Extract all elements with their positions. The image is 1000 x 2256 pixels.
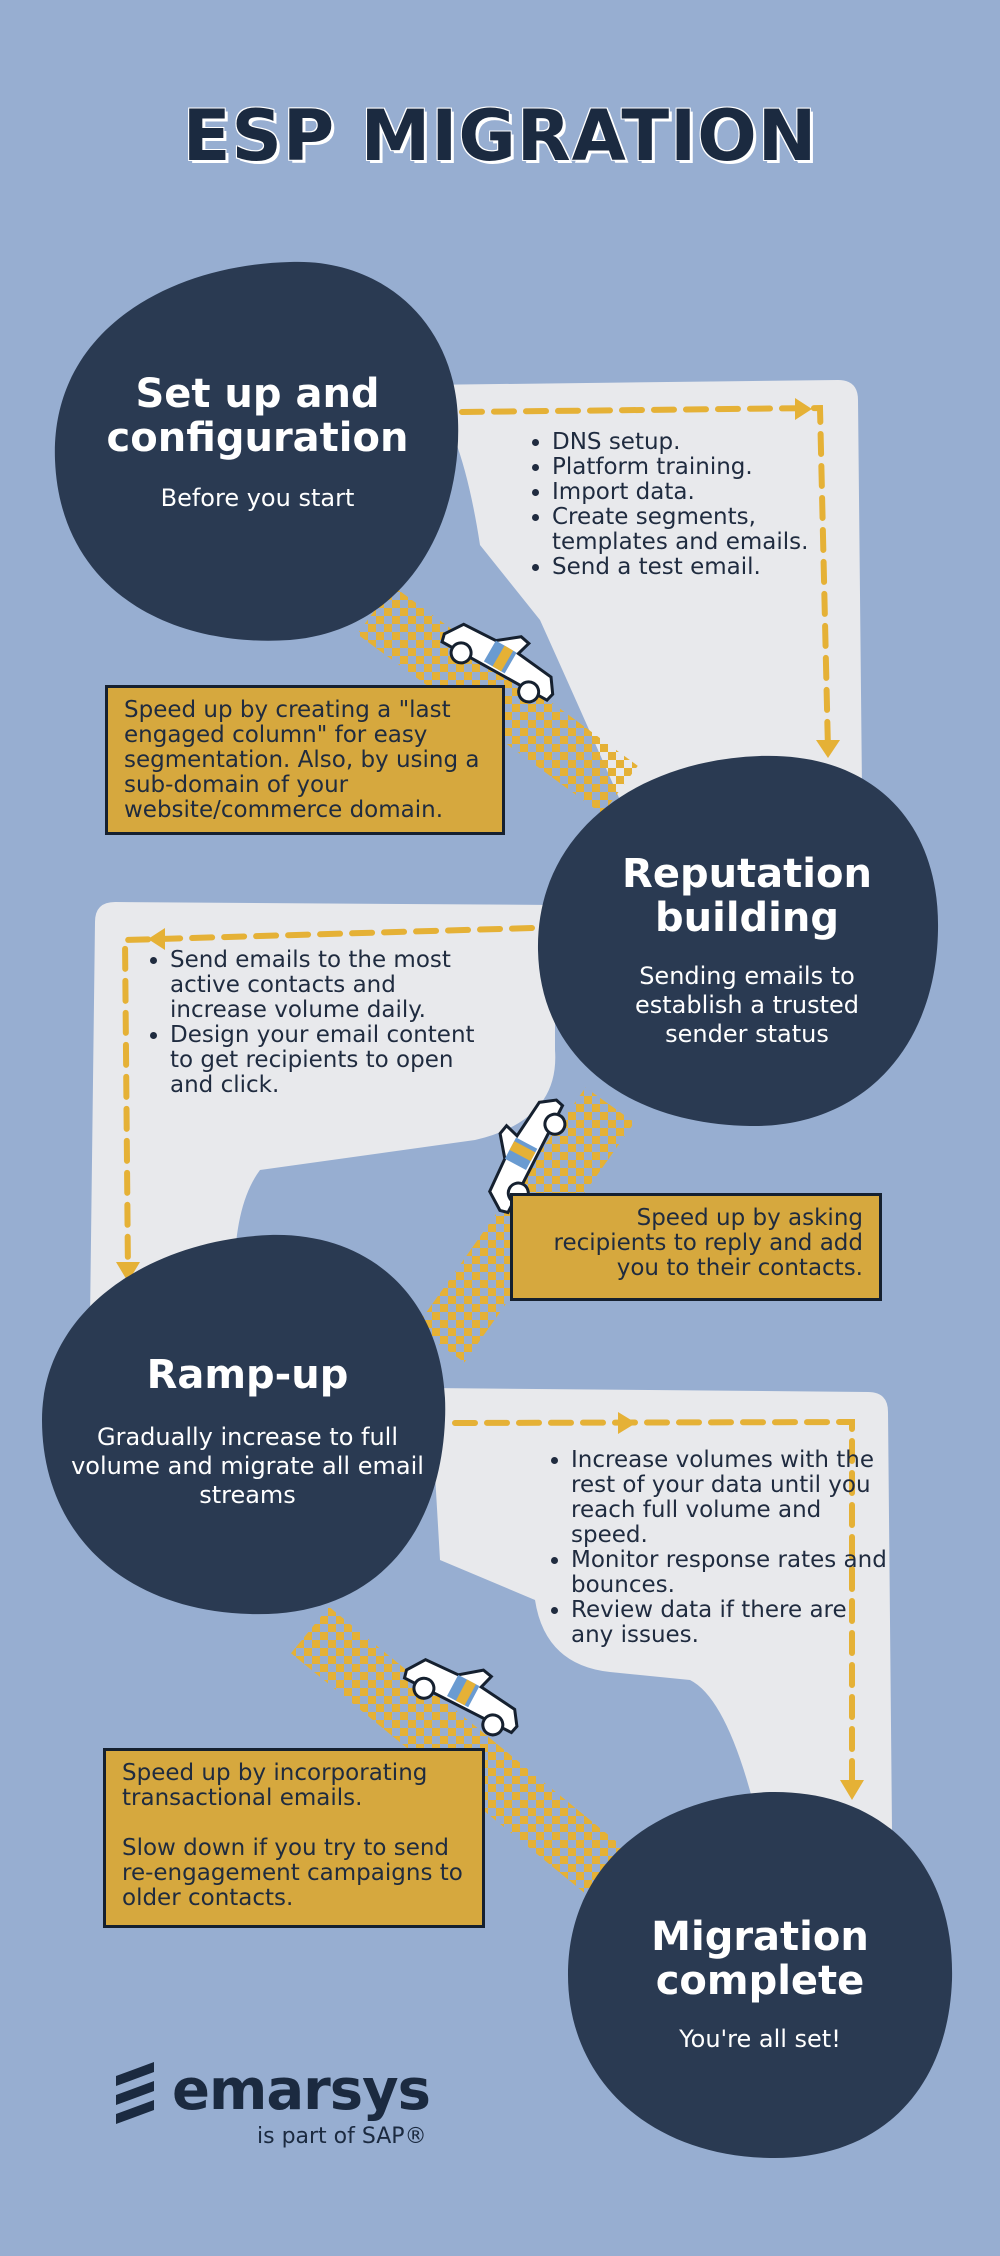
arrow-path-3 xyxy=(452,1418,855,1796)
stage-heading: Ramp-up xyxy=(146,1352,349,1398)
bullet-list-reputation: Send emails to the most active contacts … xyxy=(144,948,500,1098)
arrow-head-2b xyxy=(116,1262,140,1282)
list-item: Send emails to the most active contacts … xyxy=(170,948,500,1023)
stage-setup: Set up and configuration Before you star… xyxy=(70,372,445,513)
stage-heading: Reputation building xyxy=(622,851,872,941)
list-item: Monitor response rates and bounces. xyxy=(571,1548,891,1598)
arrow-path-1 xyxy=(459,404,831,753)
tip-box-reputation: Speed up by asking recipients to reply a… xyxy=(510,1193,882,1301)
bullet-list-setup: DNS setup. Platform training. Import dat… xyxy=(526,430,857,580)
blob-reputation xyxy=(537,755,939,1127)
bullet-list-rampup: Increase volumes with the rest of your d… xyxy=(545,1448,891,1648)
arrow-path-2 xyxy=(121,925,535,1278)
tip-slow-down: Slow down if you try to send re-engageme… xyxy=(122,1835,463,1911)
car-icon-3 xyxy=(402,1658,519,1737)
brand-tagline: is part of SAP® xyxy=(257,2124,427,2149)
panel-setup xyxy=(420,380,862,800)
arrow-head-1a xyxy=(795,398,812,420)
tip-box-setup: Speed up by creating a "last engaged col… xyxy=(105,685,505,835)
car-icon-1 xyxy=(440,622,555,704)
list-item: Design your email content to get recipie… xyxy=(170,1023,500,1098)
stage-complete: Migration complete You're all set! xyxy=(600,1915,920,2054)
stage-heading: Migration complete xyxy=(651,1914,869,2004)
tip-box-rampup: Speed up by incorporating transactional … xyxy=(103,1748,485,1928)
tip-speed-up: Speed up by incorporating transactional … xyxy=(122,1760,428,1811)
panel-rampup xyxy=(430,1388,892,1830)
blob-complete xyxy=(568,1791,953,2159)
panel-reputation xyxy=(90,902,556,1320)
list-item: Create segments, templates and emails. xyxy=(552,505,857,555)
stage-heading: Set up and configuration xyxy=(106,371,409,461)
stage-subtitle: Gradually increase to full volume and mi… xyxy=(71,1423,424,1509)
stage-subtitle: You're all set! xyxy=(679,2025,841,2053)
blob-rampup xyxy=(42,1234,446,1615)
list-item: DNS setup. xyxy=(552,430,857,455)
blob-setup xyxy=(54,261,459,641)
stage-subtitle: Sending emails to establish a trusted se… xyxy=(634,962,860,1048)
brand-name: emarsys xyxy=(172,2058,431,2123)
list-item: Send a test email. xyxy=(552,555,857,580)
arrow-head-3b xyxy=(840,1780,864,1800)
emarsys-mark-icon xyxy=(116,2062,154,2124)
list-item: Increase volumes with the rest of your d… xyxy=(571,1448,891,1548)
list-item: Import data. xyxy=(552,480,857,505)
stage-subtitle: Before you start xyxy=(160,484,355,512)
stage-reputation: Reputation building Sending emails to es… xyxy=(592,852,902,1048)
list-item: Review data if there are any issues. xyxy=(571,1598,891,1648)
list-item: Platform training. xyxy=(552,455,857,480)
arrow-head-1b xyxy=(816,740,840,758)
stage-rampup: Ramp-up Gradually increase to full volum… xyxy=(70,1353,425,1509)
page-title: ESP MIGRATION xyxy=(182,95,818,177)
arrow-head-2a xyxy=(148,928,165,950)
arrow-head-3a xyxy=(618,1412,636,1434)
